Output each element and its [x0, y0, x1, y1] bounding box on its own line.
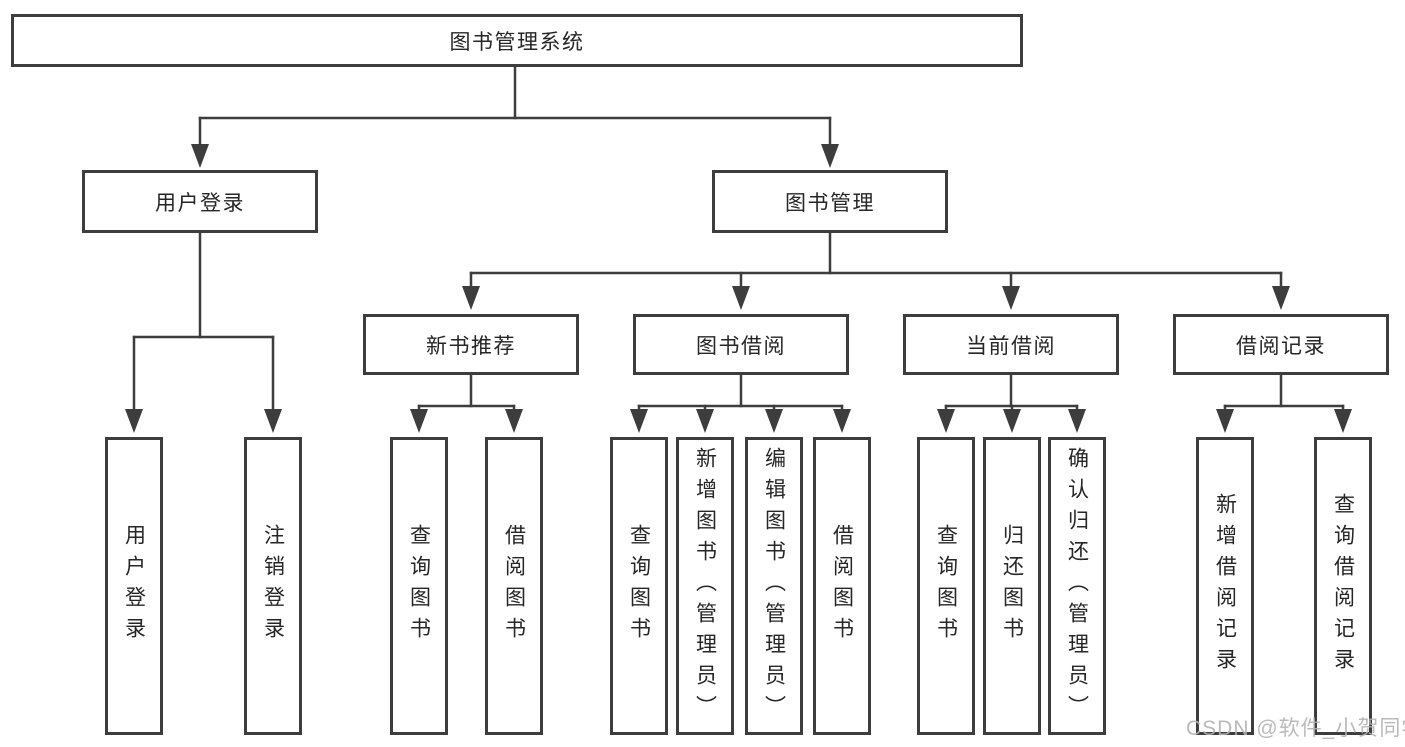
node-book-borrowing: 图书借阅: [633, 314, 849, 375]
leaf-label: 确认归还（管理员）: [1065, 446, 1089, 726]
leaf-records-query-record: 查询借阅记录: [1314, 437, 1372, 735]
node-label: 当前借阅: [966, 334, 1056, 358]
leaf-label: 编辑图书（管理员）: [762, 446, 786, 726]
leaf-label: 查询图书: [407, 524, 431, 648]
leaf-label: 新增借阅记录: [1213, 493, 1237, 679]
leaf-current-confirm-return-admin: 确认归还（管理员）: [1048, 437, 1106, 735]
leaf-label: 借阅图书: [502, 524, 526, 648]
node-label: 图书管理: [785, 191, 875, 215]
borrowing-records-connector: [1216, 373, 1352, 433]
node-book-management: 图书管理: [712, 170, 948, 233]
new-book-recommend-connector: [410, 373, 523, 433]
leaf-borrowing-borrow-books: 借阅图书: [813, 437, 871, 735]
leaf-label: 查询图书: [934, 524, 958, 648]
arrow-down-icon: [765, 409, 783, 433]
current-borrowing-connector: [937, 373, 1086, 433]
arrow-down-icon: [1272, 286, 1290, 310]
root-connector: [191, 65, 839, 168]
arrow-down-icon: [1003, 409, 1021, 433]
node-current-borrowing: 当前借阅: [903, 314, 1119, 375]
arrow-down-icon: [937, 409, 955, 433]
node-label: 图书管理系统: [449, 30, 585, 54]
leaf-label: 归还图书: [1000, 524, 1024, 648]
node-label: 图书借阅: [696, 334, 786, 358]
arrow-down-icon: [1334, 409, 1352, 433]
leaf-borrowing-edit-books-admin: 编辑图书（管理员）: [745, 437, 803, 735]
leaf-records-add-record: 新增借阅记录: [1196, 437, 1254, 735]
arrow-down-icon: [630, 409, 648, 433]
node-library-system: 图书管理系统: [11, 14, 1023, 67]
leaf-label: 新增图书（管理员）: [693, 446, 717, 726]
leaf-recommend-query-books: 查询图书: [390, 437, 448, 735]
leaf-logout: 注销登录: [244, 437, 302, 735]
arrow-down-icon: [191, 144, 209, 168]
node-new-book-recommend: 新书推荐: [363, 314, 579, 375]
book-management-connector: [462, 231, 1290, 310]
node-label: 用户登录: [155, 191, 245, 215]
leaf-label: 查询借阅记录: [1331, 493, 1355, 679]
arrow-down-icon: [264, 409, 282, 433]
csdn-watermark: CSDN @软件_小贺同学: [1186, 717, 1405, 740]
leaf-borrowing-query-books: 查询图书: [610, 437, 668, 735]
leaf-current-return-books: 归还图书: [983, 437, 1041, 735]
leaf-current-query-books: 查询图书: [917, 437, 975, 735]
leaf-label: 借阅图书: [830, 524, 854, 648]
arrow-down-icon: [833, 409, 851, 433]
leaf-label: 注销登录: [261, 524, 285, 648]
node-label: 借阅记录: [1236, 334, 1326, 358]
user-login-connector: [125, 231, 282, 433]
arrow-down-icon: [505, 409, 523, 433]
arrow-down-icon: [696, 409, 714, 433]
arrow-down-icon: [732, 286, 750, 310]
leaf-borrowing-add-books-admin: 新增图书（管理员）: [676, 437, 734, 735]
node-label: 新书推荐: [426, 334, 516, 358]
leaf-user-login: 用户登录: [105, 437, 163, 735]
arrow-down-icon: [1002, 286, 1020, 310]
node-borrowing-records: 借阅记录: [1173, 314, 1389, 375]
arrow-down-icon: [462, 286, 480, 310]
arrow-down-icon: [410, 409, 428, 433]
leaf-label: 用户登录: [122, 524, 146, 648]
leaf-recommend-borrow-books: 借阅图书: [485, 437, 543, 735]
leaf-label: 查询图书: [627, 524, 651, 648]
arrow-down-icon: [821, 144, 839, 168]
arrow-down-icon: [125, 409, 143, 433]
arrow-down-icon: [1216, 409, 1234, 433]
book-borrowing-connector: [630, 373, 851, 433]
node-user-login: 用户登录: [82, 170, 318, 233]
arrow-down-icon: [1068, 409, 1086, 433]
